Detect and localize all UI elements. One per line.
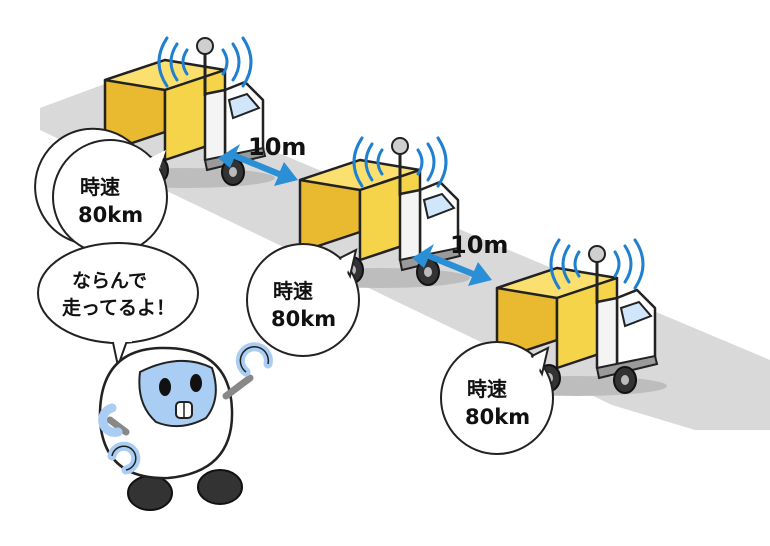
speed-value: 80km [78, 203, 143, 227]
speed-label: 時速 [273, 279, 313, 303]
speed-value: 80km [271, 307, 336, 331]
speech-line-2: 走ってるよ！ [62, 297, 175, 319]
speed-bubble-2: 時速 80km [246, 243, 360, 357]
gap-label-2: 10m [450, 231, 508, 259]
speech-line-1: ならんで [72, 270, 147, 292]
speed-bubble-3: 時速 80km [440, 341, 554, 455]
robot-mascot [98, 342, 273, 511]
speed-label: 時速 [467, 377, 507, 401]
speed-label: 時速 [80, 175, 120, 199]
gap-label-1: 10m [248, 133, 306, 161]
speed-bubble-1: 時速 80km [34, 127, 168, 255]
speed-value: 80km [465, 405, 530, 429]
robot-speech-bubble: ならんで 走ってるよ！ [37, 242, 199, 370]
